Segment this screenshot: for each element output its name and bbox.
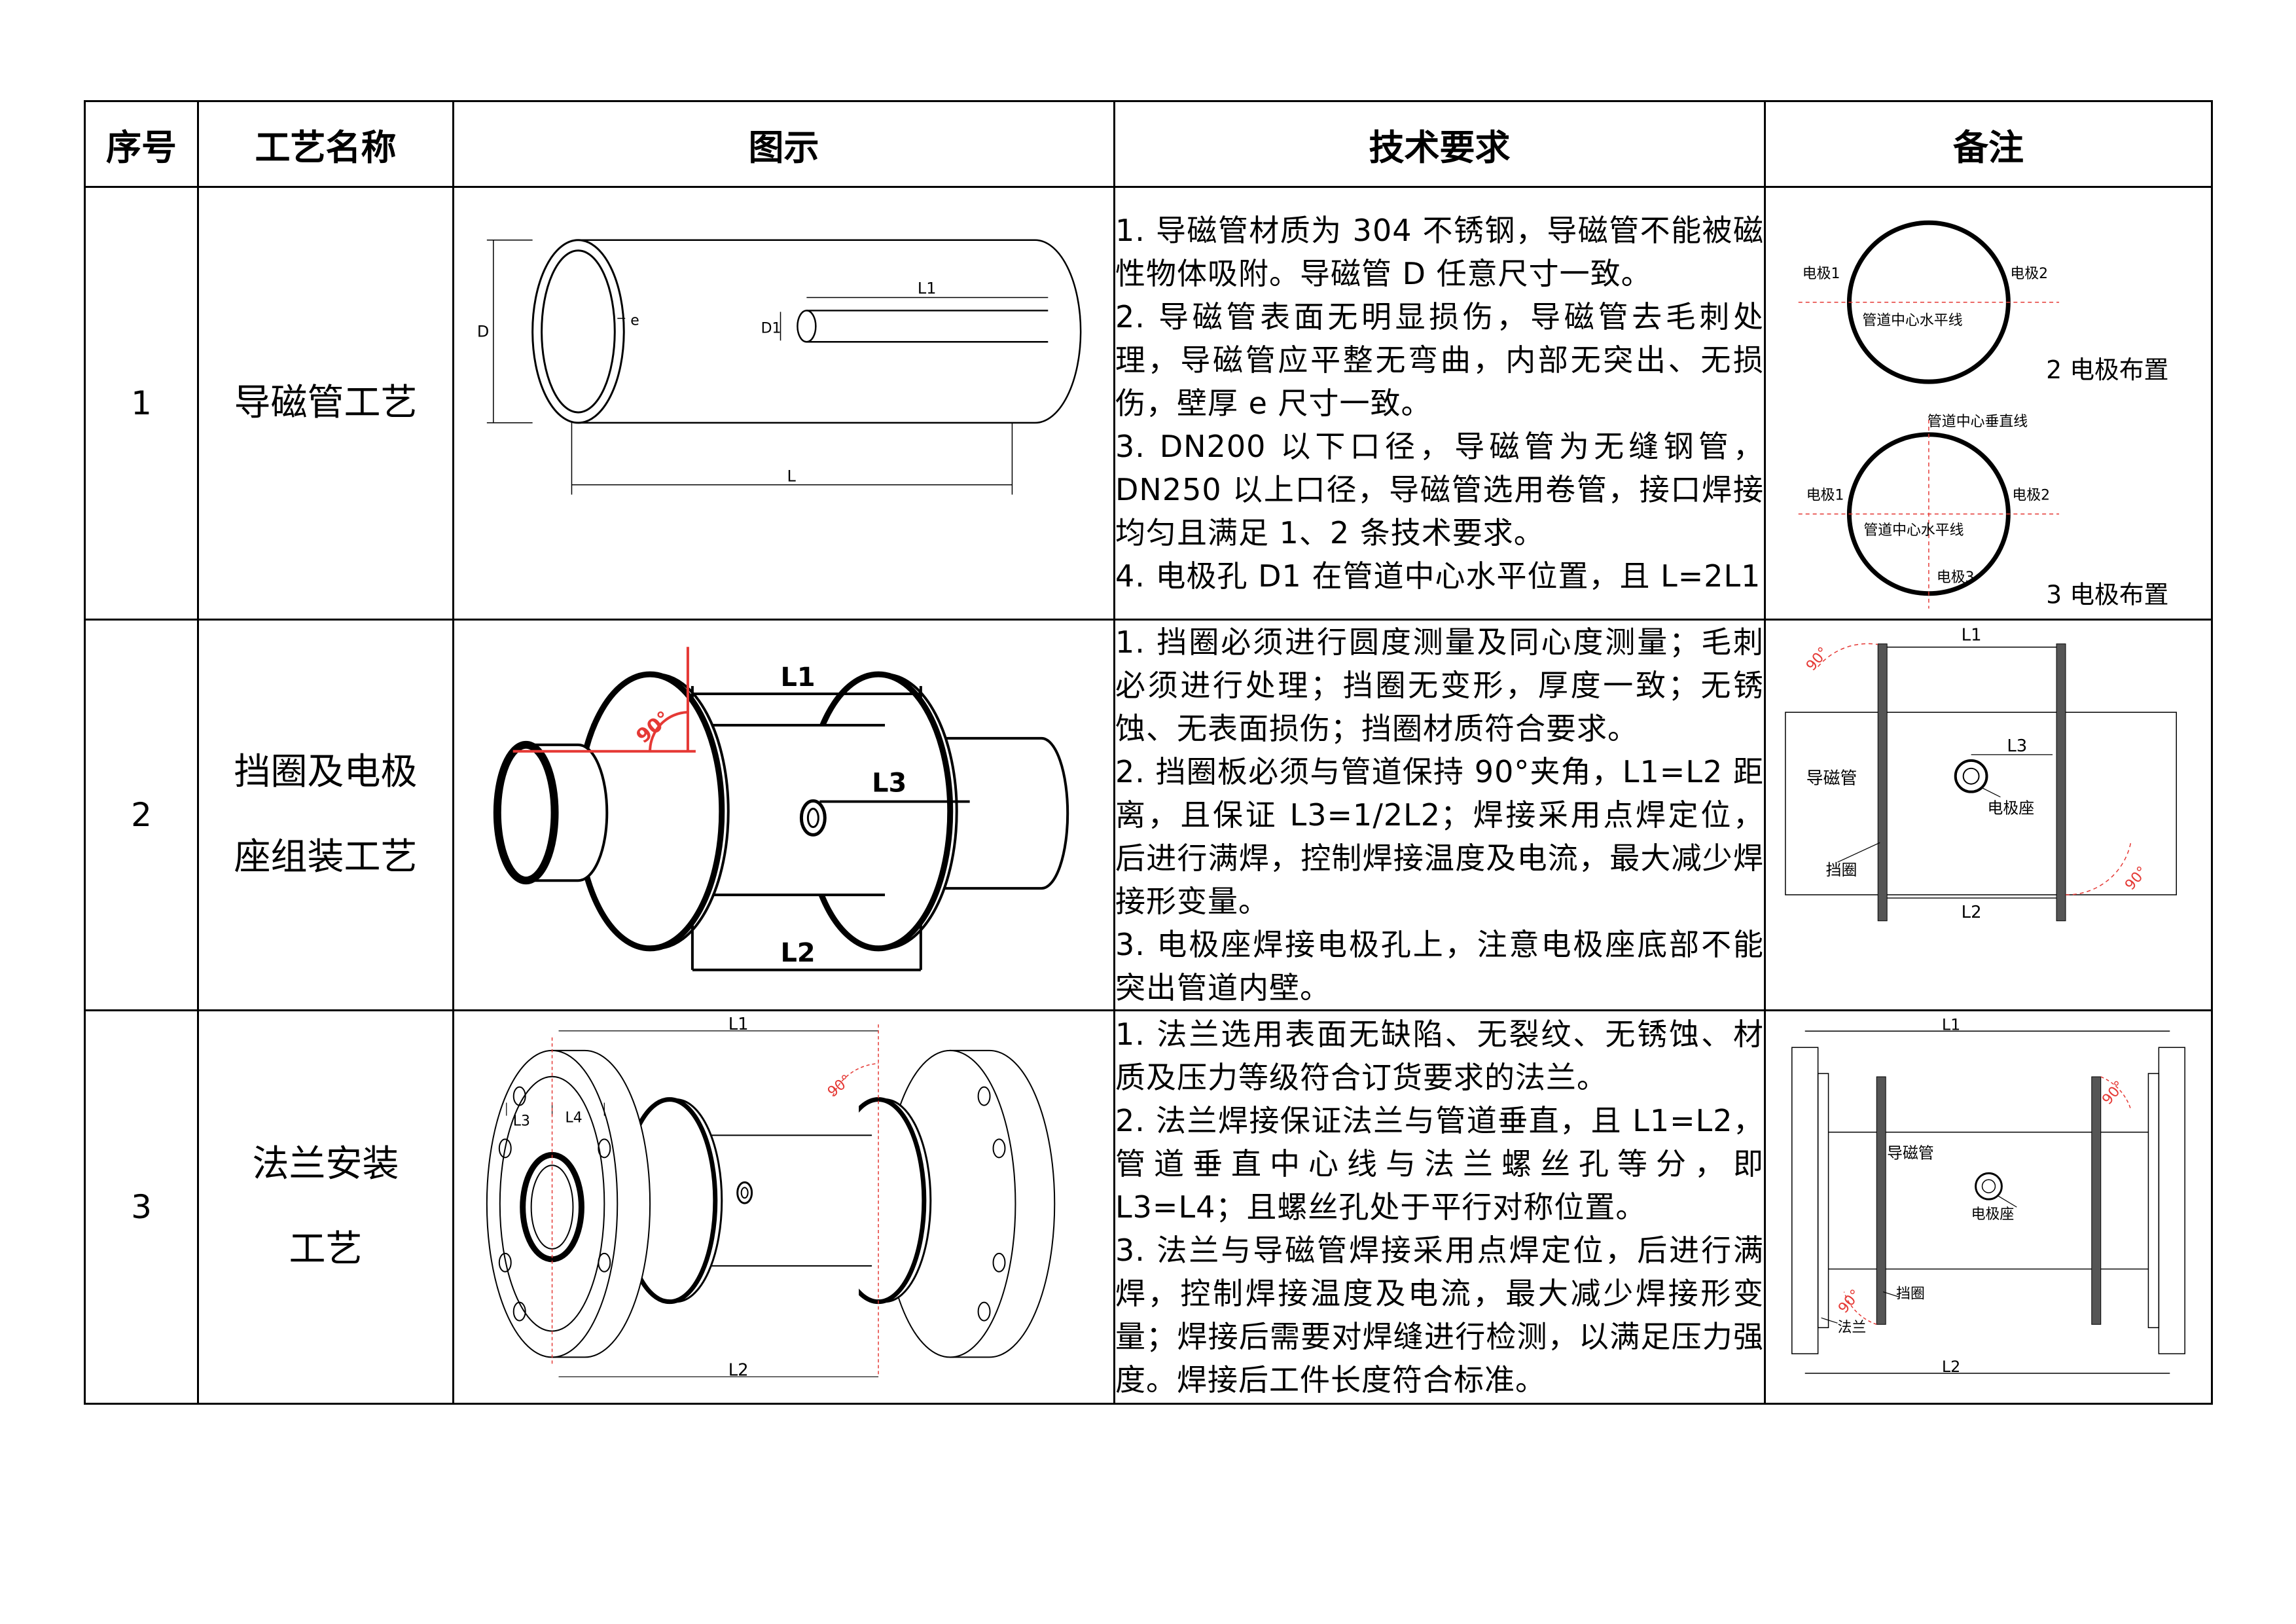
- flange-notes: L1 L2 90° 90° 导磁管 电极座 挡圈 法兰: [1764, 1009, 2213, 1405]
- label-L1: L1: [1962, 626, 1982, 645]
- electrode2-label-b: 电极2: [2012, 487, 2050, 503]
- header-figure: 图示: [452, 100, 1115, 188]
- process-table: 序号 工艺名称 图示 技术要求 备注 1 导磁管工艺: [84, 100, 2213, 1405]
- label-D: D: [477, 322, 489, 340]
- process-name-line: 法兰安装: [252, 1143, 399, 1186]
- requirement-item: 1. 挡圈必须进行圆度测量及同心度测量；毛刺必须进行处理；挡圈无变形，厚度一致；…: [1115, 624, 1764, 747]
- label-L: L: [787, 467, 796, 486]
- flange-drawing: L1 L2 L3 L4 90°: [486, 1015, 1056, 1380]
- ring-label: 挡圈: [1896, 1286, 1925, 1303]
- requirement-item: 4. 电极孔 D1 在管道中心水平位置，且 L=2L1: [1115, 558, 1761, 594]
- process-name-line: 座组装工艺: [234, 836, 418, 879]
- process-name-line: 挡圈及电极: [234, 751, 418, 794]
- header-name: 工艺名称: [197, 100, 454, 188]
- electrode-layout-drawing: 电极1 电极2 管道中心水平线 2 电极布置 管道中心垂直线 电极1 电极2 管…: [1798, 220, 2169, 609]
- electrode2-label: 电极2: [2010, 266, 2048, 282]
- label-L1: L1: [781, 662, 816, 693]
- requirement-item: 3. DN200 以下口径，导磁管为无缝钢管，DN250 以上口径，导磁管选用卷…: [1115, 429, 1764, 551]
- label-L4: L4: [565, 1110, 583, 1127]
- electrode3-label: 电极3: [1937, 569, 1975, 586]
- header-notes: 备注: [1764, 100, 2213, 188]
- label-L2: L2: [1942, 1358, 1961, 1376]
- label-L3: L3: [513, 1113, 530, 1130]
- tube-label: 导磁管: [1806, 769, 1857, 789]
- label-L1: L1: [918, 280, 937, 298]
- retaining-ring-side-drawing: L1 L2 L3 90° 90° 导磁管 电极座 挡圈: [1785, 626, 2177, 922]
- label-L2: L2: [1962, 903, 1982, 922]
- requirement-item: 1. 导磁管材质为 304 不锈钢，导磁管不能被磁性物体吸附。导磁管 D 任意尺…: [1115, 213, 1764, 292]
- vertical-line-label: 管道中心垂直线: [1928, 414, 2028, 430]
- label-L2: L2: [781, 938, 816, 968]
- flange-side-drawing: L1 L2 90° 90° 导磁管 电极座 挡圈 法兰: [1791, 1015, 2185, 1376]
- horizontal-line-label: 管道中心水平线: [1862, 313, 1962, 329]
- requirements-cell: 1. 法兰选用表面无缺陷、无裂纹、无锈蚀、材质及压力等级符合订货要求的法兰。 2…: [1113, 1009, 1766, 1405]
- layout3-label: 3 电极布置: [2046, 581, 2168, 609]
- requirement-item: 2. 法兰焊接保证法兰与管道垂直，且 L1=L2，管道垂直中心线与法兰螺丝孔等分…: [1115, 1103, 1764, 1225]
- flange-label: 法兰: [1838, 1320, 1867, 1336]
- figure-flange: L1 L2 L3 L4 90°: [452, 1009, 1115, 1405]
- electrode1-label-b: 电极1: [1806, 487, 1844, 503]
- label-L1: L1: [728, 1015, 749, 1034]
- process-name: 导磁管工艺: [197, 185, 454, 621]
- row-number: 1: [84, 185, 199, 621]
- header-no: 序号: [84, 100, 199, 188]
- figure-magnetic-tube: D e D1 L1 L: [452, 185, 1115, 621]
- process-name: 挡圈及电极 座组装工艺: [197, 619, 454, 1012]
- table-row: 1 导磁管工艺: [84, 185, 2213, 621]
- label-angle: 90°: [825, 1072, 855, 1100]
- requirement-item: 1. 法兰选用表面无缺陷、无裂纹、无锈蚀、材质及压力等级符合订货要求的法兰。: [1115, 1017, 1764, 1096]
- requirement-item: 2. 挡圈板必须与管道保持 90°夹角，L1=L2 距离，且保证 L3=1/2L…: [1115, 754, 1764, 920]
- requirements-cell: 1. 导磁管材质为 304 不锈钢，导磁管不能被磁性物体吸附。导磁管 D 任意尺…: [1113, 185, 1766, 621]
- tube-drawing: D e D1 L1 L: [477, 239, 1082, 495]
- figure-retaining-ring: L1 L2 L3 90°: [452, 619, 1115, 1012]
- label-e: e: [630, 312, 639, 329]
- label-L2: L2: [728, 1360, 749, 1380]
- electrode-layout-notes: 电极1 电极2 管道中心水平线 2 电极布置 管道中心垂直线 电极1 电极2 管…: [1764, 185, 2213, 621]
- label-angle-bottom: 90°: [1835, 1287, 1864, 1317]
- tube-label: 导磁管: [1887, 1144, 1934, 1162]
- label-L1: L1: [1942, 1015, 1961, 1034]
- retaining-ring-drawing: L1 L2 L3 90°: [493, 647, 1069, 971]
- retaining-ring-notes: L1 L2 L3 90° 90° 导磁管 电极座 挡圈: [1764, 619, 2213, 1012]
- requirement-item: 3. 电极座焊接电极孔上，注意电极座底部不能突出管道内壁。: [1115, 927, 1764, 1006]
- label-L3: L3: [872, 768, 906, 799]
- header-requirements: 技术要求: [1113, 100, 1766, 188]
- row-number: 3: [84, 1009, 199, 1405]
- process-name: 法兰安装 工艺: [197, 1009, 454, 1405]
- requirements-cell: 1. 挡圈必须进行圆度测量及同心度测量；毛刺必须进行处理；挡圈无变形，厚度一致；…: [1113, 619, 1766, 1012]
- horizontal-line-label-b: 管道中心水平线: [1863, 522, 1964, 539]
- seat-label: 电极座: [1988, 799, 2035, 818]
- table-header-row: 序号 工艺名称 图示 技术要求 备注: [84, 100, 2213, 188]
- table-row: 2 挡圈及电极 座组装工艺: [84, 619, 2213, 1012]
- process-name-line: 工艺: [289, 1228, 363, 1271]
- label-L3: L3: [2007, 736, 2027, 756]
- seat-label: 电极座: [1971, 1206, 2015, 1223]
- label-angle-top: 90°: [2099, 1078, 2128, 1108]
- label-angle-top: 90°: [1803, 644, 1832, 674]
- requirement-item: 2. 导磁管表面无明显损伤，导磁管去毛刺处理，导磁管应平整无弯曲，内部无突出、无…: [1115, 299, 1764, 422]
- electrode1-label: 电极1: [1803, 266, 1840, 282]
- layout2-label: 2 电极布置: [2046, 355, 2168, 384]
- row-number: 2: [84, 619, 199, 1012]
- table-row: 3 法兰安装 工艺: [84, 1009, 2213, 1405]
- label-D1: D1: [761, 320, 781, 336]
- ring-label: 挡圈: [1826, 861, 1857, 879]
- label-angle-bottom: 90°: [2122, 863, 2151, 893]
- requirement-item: 3. 法兰与导磁管焊接采用点焊定位，后进行满焊，控制焊接温度及电流，最大减少焊接…: [1115, 1233, 1764, 1398]
